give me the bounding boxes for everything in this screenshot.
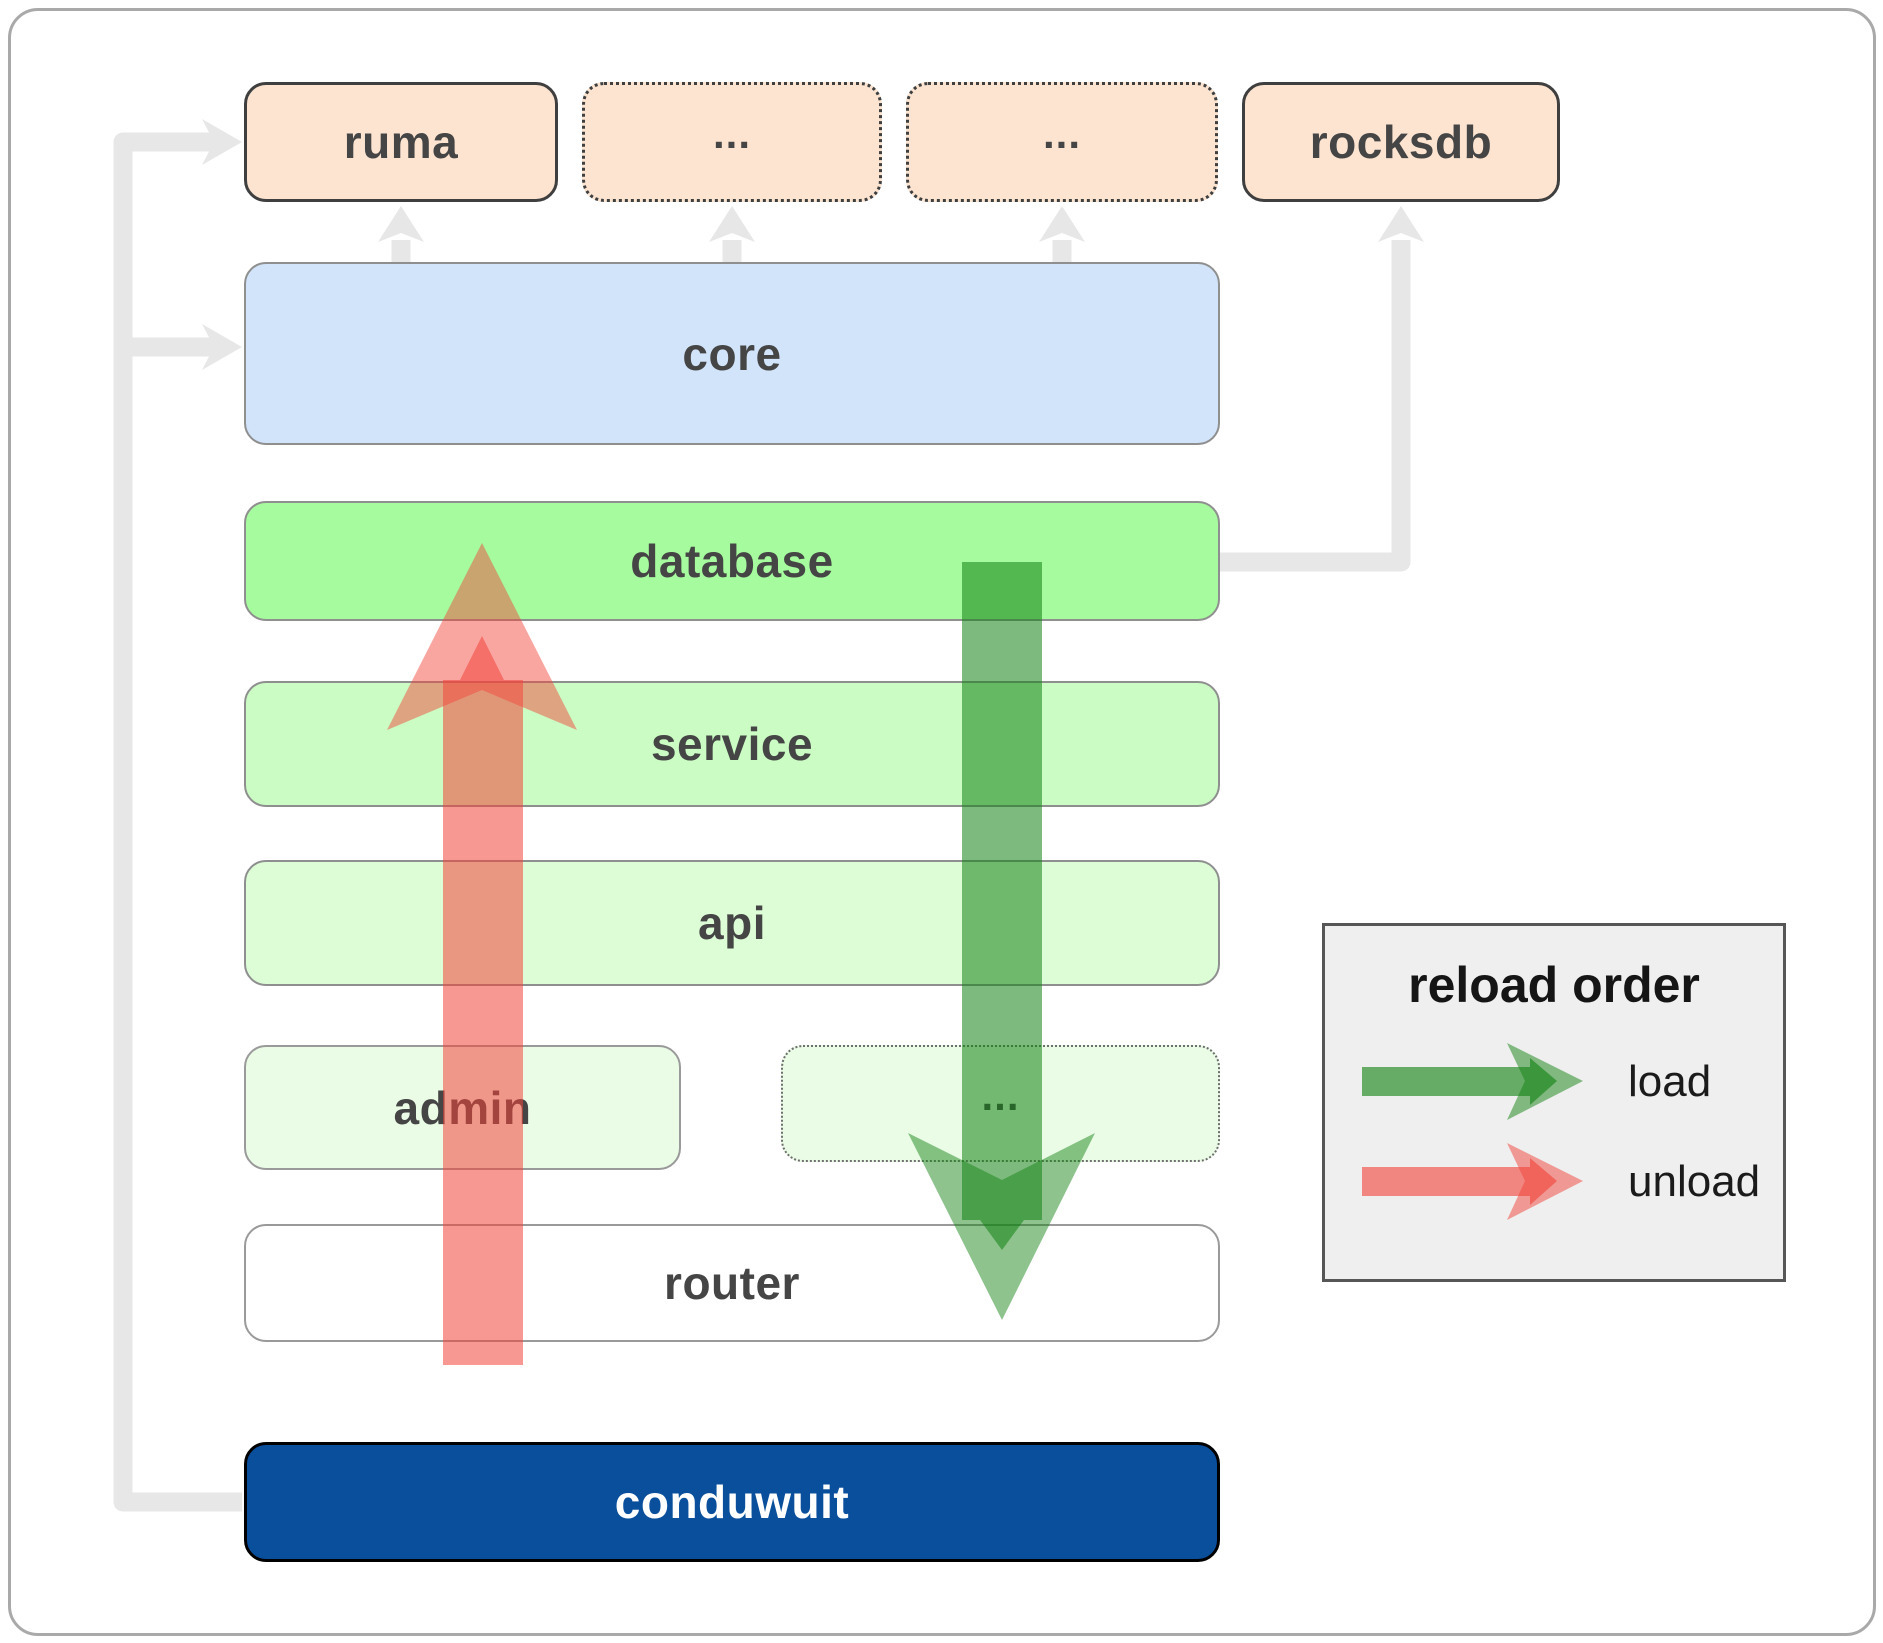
legend: reload order load unload — [1322, 923, 1786, 1282]
box-database-label: database — [630, 535, 834, 587]
arrowhead-up-ellipsis1 — [709, 206, 755, 242]
arrowhead-into-core — [202, 324, 242, 370]
box-ellipsis-2: ... — [906, 82, 1218, 202]
legend-unload-label: unload — [1628, 1157, 1761, 1206]
box-rocksdb-label: rocksdb — [1309, 116, 1493, 168]
arrowhead-into-ruma — [202, 119, 242, 165]
box-ruma-label: ruma — [343, 116, 459, 168]
unload-arrow-body — [443, 636, 523, 1365]
box-ellipsis-2-label: ... — [1042, 110, 1081, 157]
unload-arrow-head — [387, 543, 577, 730]
box-router: router — [244, 1224, 1220, 1342]
box-rocksdb: rocksdb — [1242, 82, 1560, 202]
box-core-label: core — [682, 327, 782, 380]
load-arrow-head — [908, 1133, 1095, 1320]
legend-load-arrow-body — [1362, 1058, 1557, 1105]
box-service: service — [244, 681, 1220, 807]
legend-title: reload order — [1408, 957, 1700, 1013]
box-router-label: router — [664, 1257, 800, 1309]
box-conduwuit: conduwuit — [244, 1442, 1220, 1562]
legend-unload-arrow-head — [1507, 1143, 1583, 1220]
box-api-label: api — [698, 897, 766, 949]
legend-unload-arrow-body — [1362, 1158, 1557, 1205]
box-service-label: service — [650, 718, 814, 770]
legend-load-arrow-head — [1507, 1043, 1583, 1120]
box-ellipsis-1-label: ... — [712, 110, 751, 157]
connector-conduwuit-to-ruma — [113, 132, 242, 1512]
box-core: core — [244, 262, 1220, 445]
box-api: api — [244, 860, 1220, 986]
arrowhead-up-ellipsis2 — [1039, 206, 1085, 242]
arrowhead-up-ruma — [378, 206, 424, 242]
load-arrow-body — [962, 562, 1042, 1250]
connector-database-to-rocksdb — [1220, 240, 1411, 572]
box-ellipsis-1: ... — [582, 82, 882, 202]
box-database: database — [244, 501, 1220, 621]
legend-load-label: load — [1628, 1057, 1712, 1106]
arrowhead-up-rocksdb — [1378, 206, 1424, 242]
box-ruma: ruma — [244, 82, 558, 202]
box-conduwuit-label: conduwuit — [614, 1476, 850, 1528]
